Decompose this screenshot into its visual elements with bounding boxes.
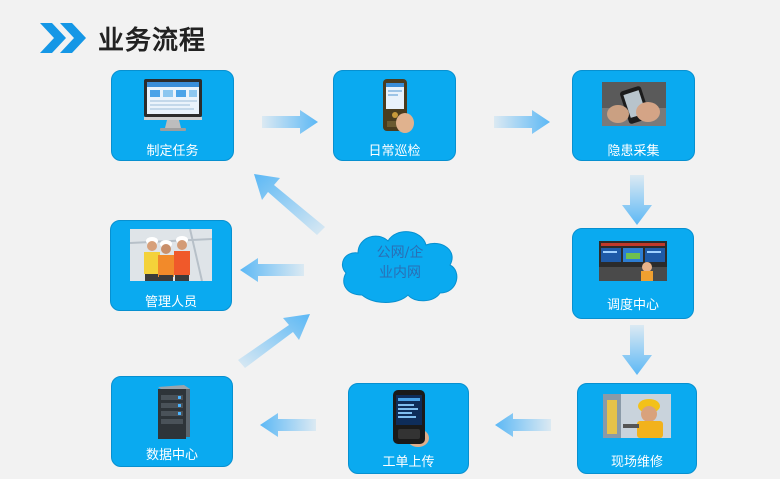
server-icon (158, 385, 190, 439)
node-task[interactable]: 制定任务 (111, 70, 234, 161)
node-collect[interactable]: 隐患采集 (572, 70, 695, 161)
arrow-left-icon (495, 413, 551, 437)
arrow-right-icon (494, 110, 550, 134)
node-label: 管理人员 (144, 295, 197, 310)
node-datacenter[interactable]: 数据中心 (111, 376, 233, 467)
node-label: 日常巡检 (368, 144, 421, 159)
phone-in-hand-icon (601, 82, 666, 126)
node-label: 制定任务 (146, 144, 199, 159)
node-patrol[interactable]: 日常巡检 (333, 70, 456, 161)
node-label: 调度中心 (606, 298, 659, 313)
control-room-icon (599, 241, 667, 281)
computer-icon (143, 79, 202, 131)
arrow-up-left-icon (254, 174, 325, 235)
page-header: 业务流程 (40, 20, 206, 56)
arrow-right-icon (262, 110, 318, 134)
handheld-terminal-icon (392, 390, 429, 447)
node-managers[interactable]: 管理人员 (110, 220, 232, 311)
worker-icon (603, 394, 671, 438)
arrow-left-icon (260, 413, 316, 437)
node-label: 工单上传 (382, 455, 435, 470)
network-label-line2: 业内网 (379, 265, 421, 281)
node-repair[interactable]: 现场维修 (577, 383, 697, 474)
page-title: 业务流程 (98, 25, 207, 56)
node-dispatch[interactable]: 调度中心 (572, 228, 694, 319)
arrow-down-icon (622, 175, 652, 225)
handheld-device-icon (382, 79, 414, 133)
node-workorder[interactable]: 工单上传 (348, 383, 469, 474)
double-chevron-icon (40, 23, 86, 53)
managers-photo-icon (130, 229, 212, 281)
node-label: 现场维修 (610, 455, 663, 470)
network-label-line1: 公网/企 (376, 245, 424, 261)
arrow-down-icon (622, 325, 652, 375)
network-label: 公网/企 业内网 (350, 243, 450, 283)
network-cloud-icon (342, 231, 458, 303)
node-label: 隐患采集 (607, 144, 660, 159)
node-label: 数据中心 (145, 448, 198, 463)
arrow-up-right-icon (238, 314, 310, 368)
arrow-left-icon (240, 258, 304, 282)
